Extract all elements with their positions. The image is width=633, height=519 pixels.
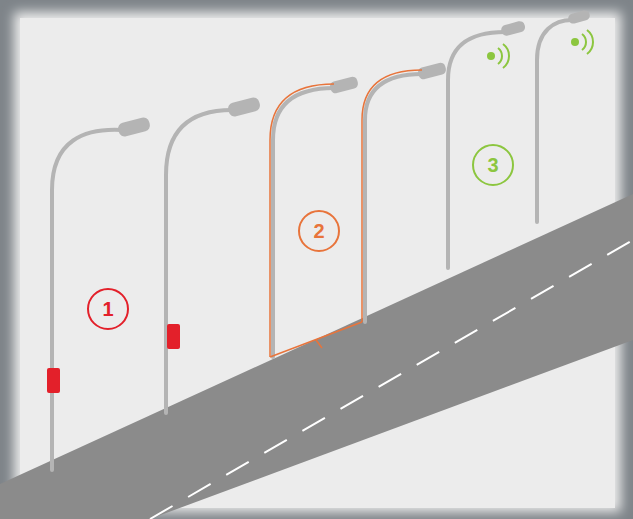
signal-waves	[498, 44, 509, 68]
red-fixture-box	[167, 324, 180, 349]
red-fixture-box	[47, 368, 60, 393]
lamp-head	[567, 9, 591, 24]
road	[0, 194, 633, 519]
wireless-signal-icons	[487, 30, 593, 68]
callout-number: 3	[487, 155, 498, 175]
signal-dot	[487, 52, 495, 60]
road-centre-line	[150, 240, 633, 519]
lamp-pole	[52, 130, 122, 470]
lamp-head	[500, 20, 526, 37]
lamp-poles	[52, 20, 572, 470]
lamp-head	[117, 116, 152, 138]
lamp-head	[329, 76, 359, 95]
orange-cable-outline	[270, 70, 422, 357]
lamp-head	[417, 62, 447, 81]
cable-line	[270, 322, 362, 357]
cable-line	[362, 70, 422, 322]
callout-circle: 2	[298, 210, 340, 252]
callout-circle: 1	[87, 288, 129, 330]
lamp-pole	[166, 110, 232, 413]
callout-circle: 3	[472, 144, 514, 186]
cable-line	[316, 340, 322, 348]
lamp-pole	[365, 74, 422, 322]
callout-number: 2	[313, 221, 324, 241]
lamp-head	[227, 96, 262, 118]
signal-dot	[571, 38, 579, 46]
lamp-pole	[537, 20, 572, 222]
lamp-heads	[117, 9, 591, 138]
callout-number: 1	[102, 299, 113, 319]
signal-waves	[582, 30, 593, 54]
